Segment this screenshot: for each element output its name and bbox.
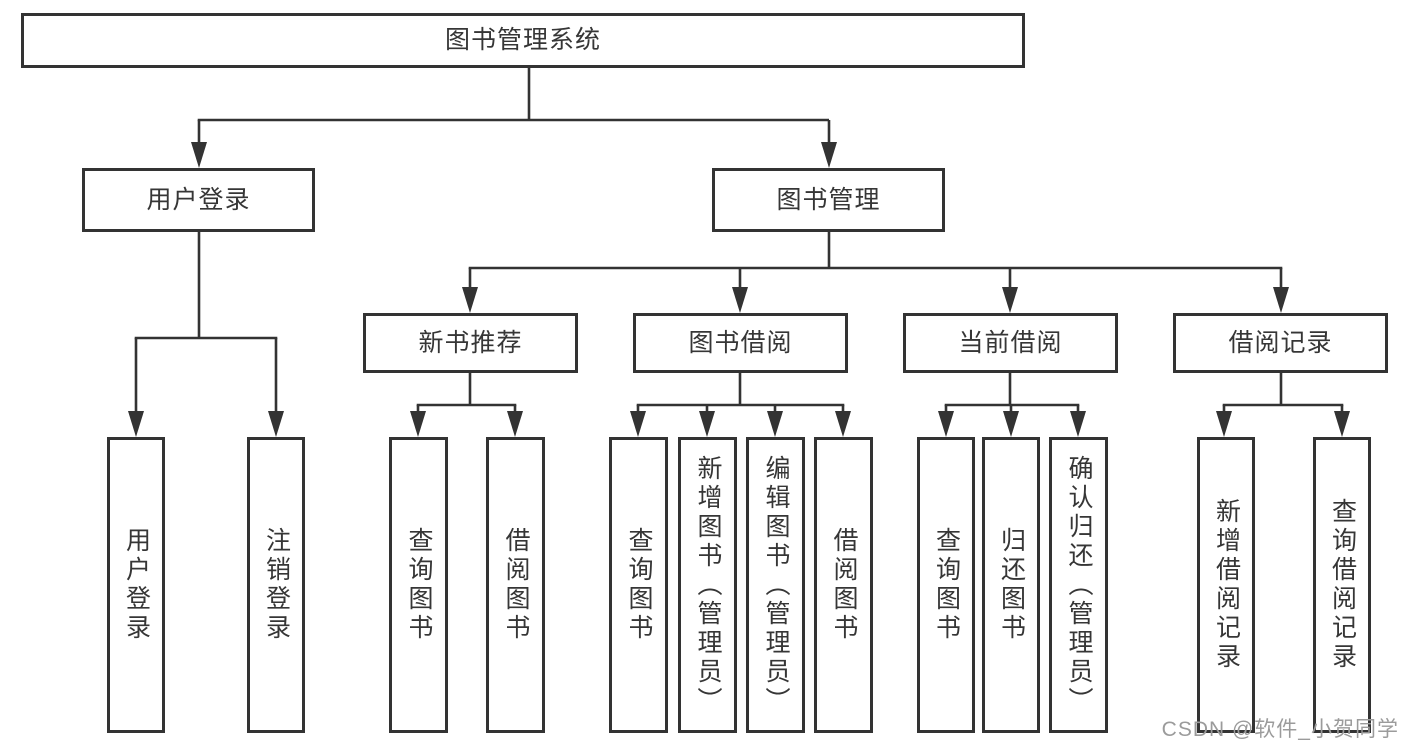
leaf-logout: 注销登录: [247, 437, 305, 733]
leaf-add-book-admin: 新增图书（管理员）: [678, 437, 737, 733]
node-book-borrowing: 图书借阅: [633, 313, 848, 373]
leaf-confirm-return-admin: 确认归还（管理员）: [1049, 437, 1108, 733]
node-book-management: 图书管理: [712, 168, 945, 232]
node-new-book-recommendation: 新书推荐: [363, 313, 578, 373]
node-current-borrowing: 当前借阅: [903, 313, 1118, 373]
leaf-edit-book-admin: 编辑图书（管理员）: [746, 437, 805, 733]
node-borrowing-records: 借阅记录: [1173, 313, 1388, 373]
leaf-query-borrow-record: 查询借阅记录: [1313, 437, 1371, 733]
leaf-add-borrow-record: 新增借阅记录: [1197, 437, 1255, 733]
leaf-query-books-borrowing: 查询图书: [609, 437, 668, 733]
leaf-query-books-current: 查询图书: [917, 437, 975, 733]
arrowheads: [128, 142, 1350, 437]
leaf-return-books: 归还图书: [982, 437, 1040, 733]
leaf-query-books-recommendation: 查询图书: [389, 437, 448, 733]
leaf-user-login: 用户登录: [107, 437, 165, 733]
node-library-management-system: 图书管理系统: [21, 13, 1025, 68]
leaf-borrow-books-recommendation: 借阅图书: [486, 437, 545, 733]
node-user-login: 用户登录: [82, 168, 315, 232]
leaf-borrow-books-borrowing: 借阅图书: [814, 437, 873, 733]
watermark-text: CSDN @软件_小贺同学: [1161, 718, 1399, 741]
